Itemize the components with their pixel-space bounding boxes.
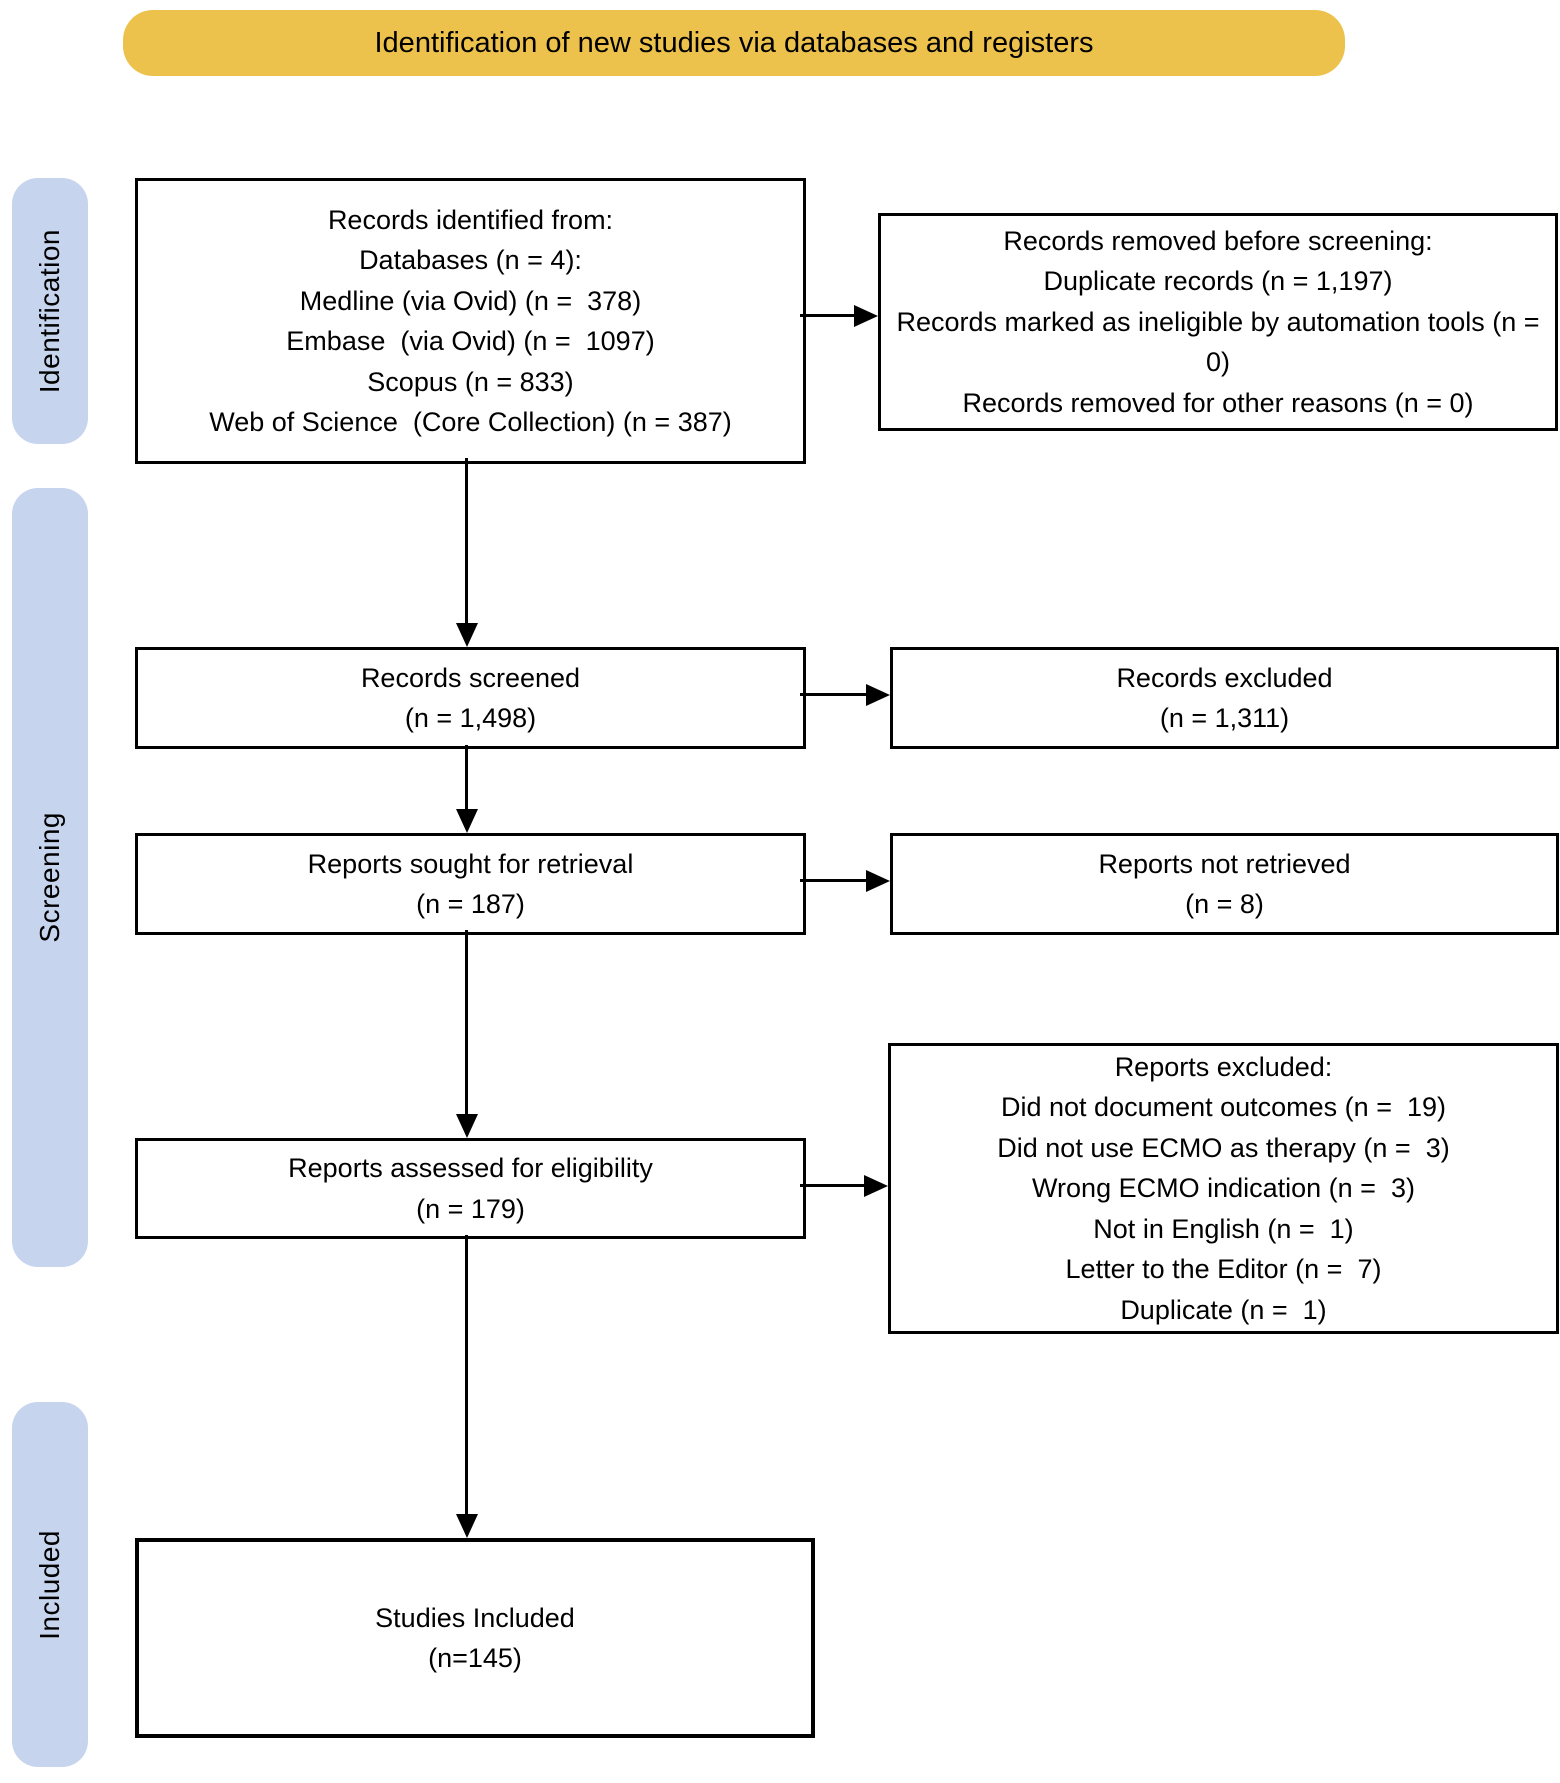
text-line: (n = 187) [416,889,525,919]
stage-tab-screening: Screening [12,488,88,1267]
text-line: (n = 1,311) [1159,703,1290,733]
text-line: Not in English (n = 1) [1093,1213,1354,1244]
arrow-identified-to-screened [465,458,468,630]
text-line: Reports not retrieved [1098,848,1351,879]
reports-excluded-box: Reports excluded: Did not document outcom… [888,1043,1559,1334]
text-line: Duplicate records (n = 1,197) [1043,266,1393,297]
text-line: Did not use ECMO as therapy (n = 3) [997,1132,1450,1163]
arrow-sought-to-assessed [465,930,468,1120]
arrow-assessed-to-included [465,1235,468,1520]
text-line: Wrong ECMO indication (n = 3) [1032,1173,1415,1204]
records-excluded-box: Records excluded (n = 1,311) [890,647,1559,749]
arrowhead-sought-to-not-retrieved [866,870,890,892]
arrowhead-identified-to-removed [854,305,878,327]
stage-tab-included: Included [12,1402,88,1767]
text-line: Reports sought for retrieval [307,848,634,879]
arrow-sought-to-not-retrieved [800,879,868,882]
records-removed-box: Records removed before screening: Duplica… [878,213,1558,431]
stage-label-identification: Identification [34,228,65,394]
text-line: Records removed for other reasons (n = 0… [962,387,1474,418]
text-line: (n = 8) [1185,889,1264,919]
arrow-assessed-to-reports-excluded [800,1184,866,1187]
reports-sought-box: Reports sought for retrieval (n = 187) [135,833,806,935]
arrow-screened-to-sought [465,745,468,815]
arrowhead-assessed-to-included [456,1514,478,1538]
text-line: Web of Science (Core Collection) (n = 38… [209,407,732,437]
stage-tab-identification: Identification [12,178,88,444]
records-identified-box: Records identified from: Databases (n = 4… [135,178,806,464]
arrowhead-screened-to-excluded [866,684,890,706]
arrowhead-assessed-to-reports-excluded [864,1175,888,1197]
text-line: Scopus (n = 833) [367,366,574,397]
reports-assessed-box: Reports assessed for eligibility (n = 179… [135,1138,806,1239]
stage-label-included: Included [34,1529,65,1640]
stage-label-screening: Screening [34,812,65,943]
arrow-screened-to-excluded [800,693,868,696]
text-line: Embase (via Ovid) (n = 1097) [286,326,655,356]
arrowhead-identified-to-screened [456,623,478,647]
text-line: Records excluded [1116,662,1333,693]
text-line: Did not document outcomes (n = 19) [1001,1092,1446,1123]
text-line: Duplicate (n = 1) [1120,1294,1327,1325]
text-line: Studies Included [375,1602,575,1633]
text-line: Reports assessed for eligibility [288,1153,653,1183]
text-line: Letter to the Editor (n = 7) [1065,1254,1382,1285]
text-line: Reports excluded: [1114,1051,1333,1082]
text-line: (n=145) [428,1643,522,1673]
text-line: (n = 1,498) [404,703,537,733]
text-line: Records identified from: [327,204,614,235]
studies-included-box: Studies Included (n=145) [135,1538,815,1738]
text-line: Records marked as ineligible by automati… [896,306,1548,378]
arrow-identified-to-removed [800,314,856,317]
arrowhead-screened-to-sought [456,809,478,833]
text-line: (n = 179) [416,1193,525,1224]
text-line: Records removed before screening: [1003,225,1433,256]
text-line: Databases (n = 4): [359,245,582,275]
records-screened-box: Records screened (n = 1,498) [135,647,806,749]
reports-not-retrieved-box: Reports not retrieved (n = 8) [890,833,1559,935]
arrowhead-sought-to-assessed [456,1114,478,1138]
text-line: Records screened [360,662,581,693]
text-line: Medline (via Ovid) (n = 378) [299,285,642,316]
title-banner: Identification of new studies via databa… [123,10,1345,76]
